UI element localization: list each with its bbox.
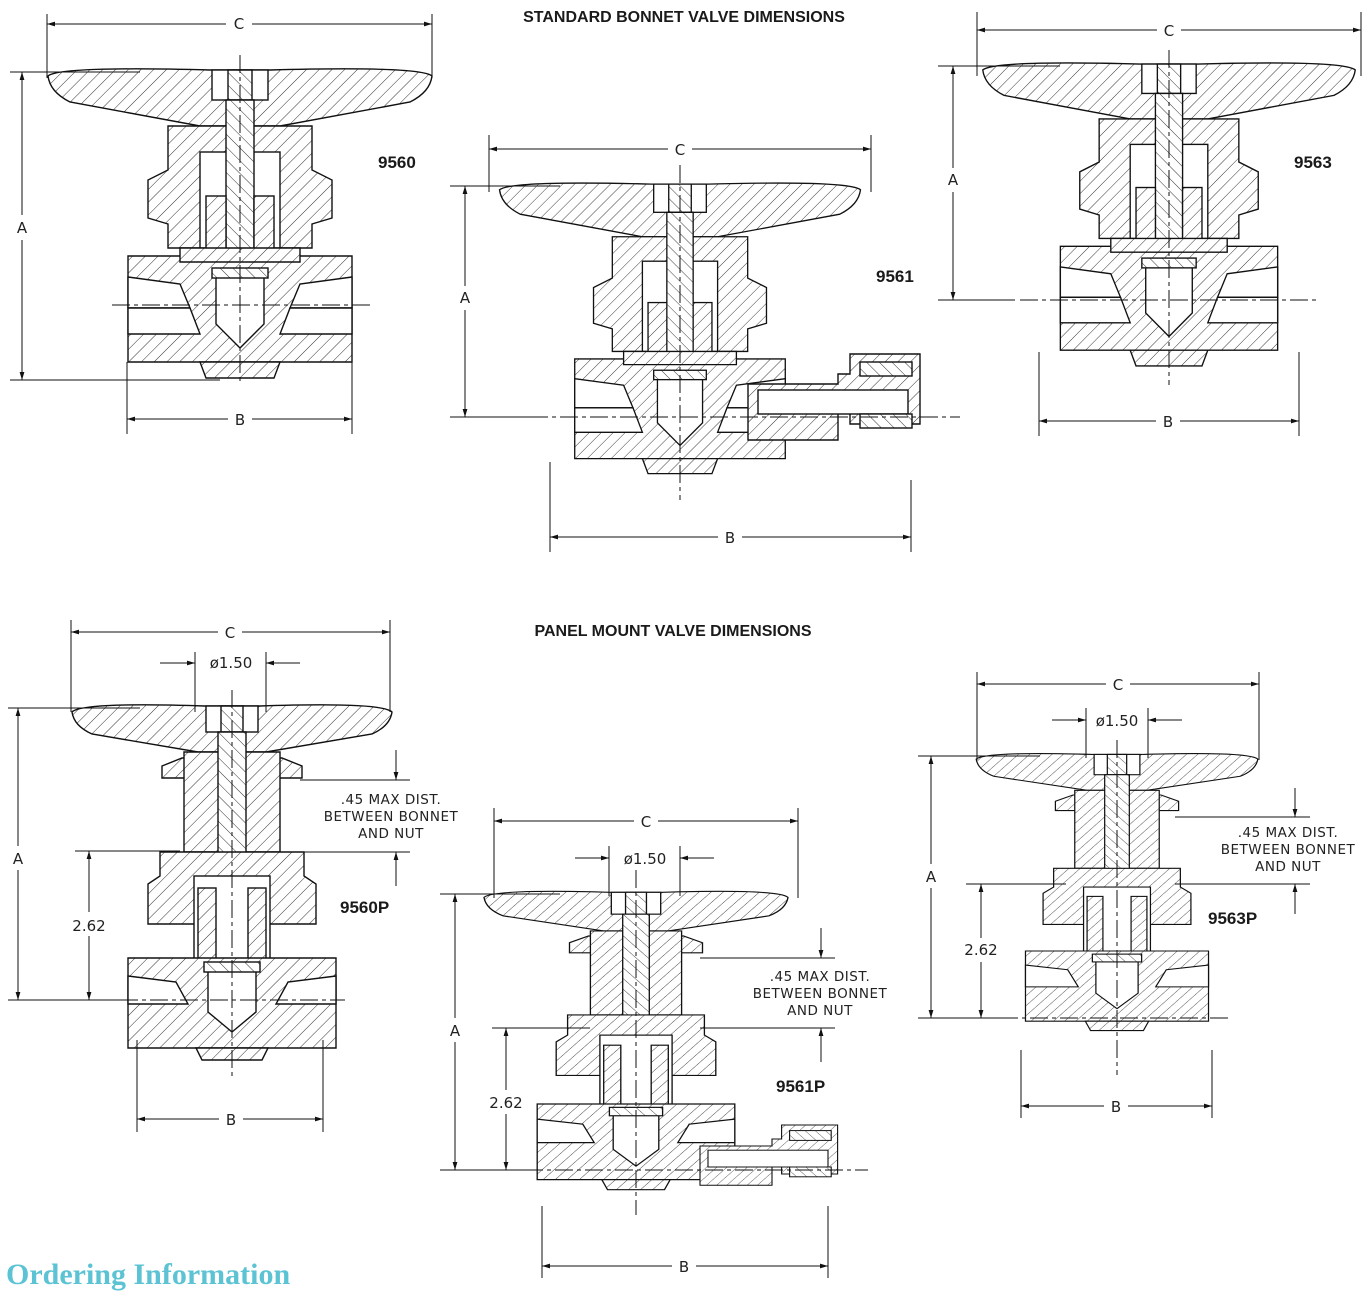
ordering-information-heading: Ordering Information bbox=[6, 1258, 291, 1291]
dim-a-9561p: A bbox=[450, 1022, 461, 1040]
model-label-9560p: 9560P bbox=[340, 898, 389, 917]
valve-9560-drawing: C A B bbox=[10, 14, 433, 434]
dim-diameter-9561p: ø1.50 bbox=[624, 850, 667, 868]
model-label-9561: 9561 bbox=[876, 267, 914, 286]
dim-b-9560p: B bbox=[226, 1111, 236, 1129]
dim-262-9563p: 2.62 bbox=[964, 941, 997, 959]
valve-9561-drawing: C A B bbox=[450, 135, 960, 552]
panel-section-title: PANEL MOUNT VALVE DIMENSIONS bbox=[534, 623, 811, 640]
valve-9561p-drawing: C ø1.50 A 2.62 B bbox=[440, 808, 868, 1278]
valve-9563-drawing: C A B bbox=[938, 12, 1362, 436]
dim-c-9561p: C bbox=[641, 813, 651, 831]
dim-c-9560: C bbox=[234, 15, 244, 33]
svg-text:BETWEEN BONNET: BETWEEN BONNET bbox=[1221, 842, 1356, 858]
standard-section-title: STANDARD BONNET VALVE DIMENSIONS bbox=[523, 9, 845, 26]
svg-text:BETWEEN BONNET: BETWEEN BONNET bbox=[753, 986, 888, 1002]
note-9560p: .45 MAX DIST. BETWEEN BONNET AND NUT bbox=[324, 792, 459, 842]
note-9563p: .45 MAX DIST. BETWEEN BONNET AND NUT bbox=[1221, 825, 1356, 875]
dim-diameter-9560p: ø1.50 bbox=[210, 654, 253, 672]
dim-a-9561: A bbox=[460, 289, 471, 307]
model-label-9560: 9560 bbox=[378, 153, 416, 172]
valve-9563p-drawing: C ø1.50 A 2.62 B bbox=[918, 672, 1310, 1118]
dim-a-9560p: A bbox=[13, 850, 24, 868]
dim-b-9560: B bbox=[235, 411, 245, 429]
model-label-9563p: 9563P bbox=[1208, 909, 1257, 928]
dim-c-9563p: C bbox=[1113, 676, 1123, 694]
svg-text:AND NUT: AND NUT bbox=[1255, 859, 1321, 875]
dim-c-9560p: C bbox=[225, 624, 235, 642]
svg-text:AND NUT: AND NUT bbox=[358, 826, 424, 842]
dim-a-9563p: A bbox=[926, 868, 937, 886]
dim-b-9563: B bbox=[1163, 413, 1173, 431]
dim-b-9563p: B bbox=[1111, 1098, 1121, 1116]
dim-b-9561p: B bbox=[679, 1258, 689, 1276]
svg-text:.45 MAX DIST.: .45 MAX DIST. bbox=[1238, 825, 1339, 841]
dim-c-9563: C bbox=[1164, 22, 1174, 40]
dim-c-9561: C bbox=[675, 141, 685, 159]
dim-262-9561p: 2.62 bbox=[489, 1094, 522, 1112]
svg-text:AND NUT: AND NUT bbox=[787, 1003, 853, 1019]
dim-diameter-9563p: ø1.50 bbox=[1096, 712, 1139, 730]
valve-9560p-drawing: C ø1.50 A 2.62 B bbox=[8, 620, 410, 1132]
model-label-9561p: 9561P bbox=[776, 1077, 825, 1096]
dim-b-9561: B bbox=[725, 529, 735, 547]
dim-a-9560: A bbox=[17, 219, 28, 237]
svg-text:.45 MAX DIST.: .45 MAX DIST. bbox=[341, 792, 442, 808]
model-label-9563: 9563 bbox=[1294, 153, 1332, 172]
svg-text:BETWEEN BONNET: BETWEEN BONNET bbox=[324, 809, 459, 825]
dim-a-9563: A bbox=[948, 171, 959, 189]
note-9561p: .45 MAX DIST. BETWEEN BONNET AND NUT bbox=[753, 969, 888, 1019]
svg-text:.45 MAX DIST.: .45 MAX DIST. bbox=[770, 969, 871, 985]
dim-262-9560p: 2.62 bbox=[72, 917, 105, 935]
